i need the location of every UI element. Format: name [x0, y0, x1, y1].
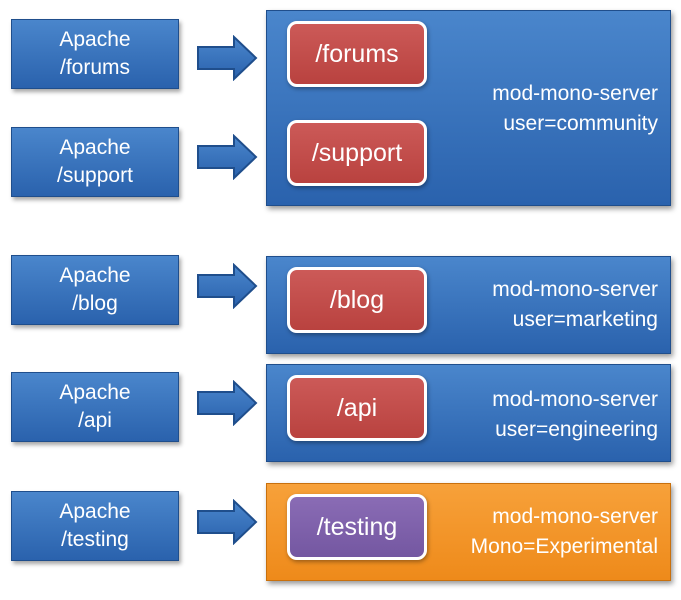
server-label: mod-mono-server user=engineering: [492, 385, 658, 445]
apache-path: /api: [78, 409, 112, 432]
app-testing: /testing: [287, 494, 427, 560]
apache-path: /testing: [61, 528, 129, 551]
app-label: /api: [336, 393, 378, 422]
apache-label: Apache: [59, 28, 131, 51]
arrow-right-icon: [197, 263, 258, 309]
server-label: mod-mono-server user=community: [492, 79, 658, 139]
apache-label: Apache: [59, 500, 131, 523]
app-label: /forums: [315, 39, 399, 68]
server-user: user=engineering: [495, 418, 658, 441]
server-experimental: /testing mod-mono-server Mono=Experiment…: [266, 483, 671, 581]
apache-path: /blog: [72, 292, 118, 315]
apache-path: /forums: [59, 56, 130, 79]
arrow-right-icon: [197, 35, 258, 81]
app-label: /testing: [316, 512, 398, 541]
app-blog: /blog: [287, 267, 427, 333]
arrow-right-icon: [197, 134, 258, 180]
server-name: mod-mono-server: [492, 82, 658, 105]
server-label: mod-mono-server user=marketing: [492, 275, 658, 335]
server-user: user=marketing: [512, 308, 658, 331]
app-forums: /forums: [287, 21, 427, 87]
server-name: mod-mono-server: [492, 278, 658, 301]
server-label: mod-mono-server Mono=Experimental: [471, 502, 658, 562]
apache-testing-box: Apache /testing: [11, 491, 179, 561]
apache-label: Apache: [59, 136, 131, 159]
arrow-right-icon: [197, 380, 258, 426]
server-name: mod-mono-server: [492, 505, 658, 528]
server-community: /forums /support mod-mono-server user=co…: [266, 10, 671, 206]
app-label: /blog: [329, 285, 385, 314]
server-mono: Mono=Experimental: [470, 535, 658, 558]
arrow-right-icon: [197, 499, 258, 545]
server-engineering: /api mod-mono-server user=engineering: [266, 364, 671, 462]
apache-label: Apache: [59, 264, 131, 287]
apache-path: /support: [57, 164, 133, 187]
server-name: mod-mono-server: [492, 388, 658, 411]
apache-api-box: Apache /api: [11, 372, 179, 442]
server-marketing: /blog mod-mono-server user=marketing: [266, 256, 671, 354]
apache-support-box: Apache /support: [11, 127, 179, 197]
app-label: /support: [311, 138, 403, 167]
app-support: /support: [287, 120, 427, 186]
apache-label: Apache: [59, 381, 131, 404]
app-api: /api: [287, 375, 427, 441]
apache-forums-box: Apache /forums: [11, 19, 179, 89]
server-user: user=community: [503, 112, 658, 135]
apache-blog-box: Apache /blog: [11, 255, 179, 325]
